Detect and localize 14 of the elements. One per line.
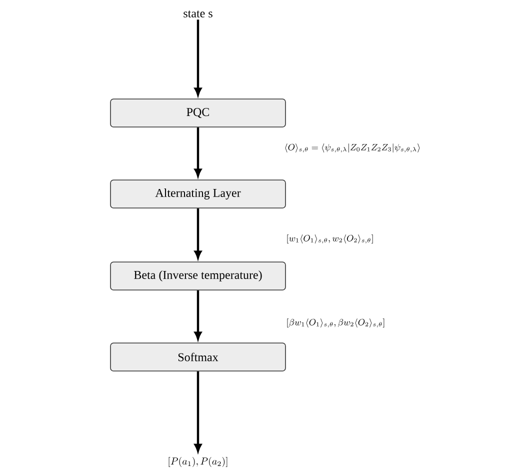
process-box: PQC	[110, 98, 286, 128]
arrow	[194, 371, 202, 452]
process-box: Softmax	[110, 342, 286, 372]
input-label: state s	[184, 10, 212, 18]
output-formula: $[P(a_1), P(a_2)]$	[168, 456, 228, 467]
formula-label: $[w_1\langle O_1\rangle_{s,\theta}, w_2\langle O_2\rangle_{s,\theta}]$	[287, 234, 373, 244]
arrow	[194, 127, 202, 177]
process-box: Alternating Layer	[110, 180, 286, 208]
arrow	[194, 208, 202, 259]
process-box: Beta (Inverse temperature)	[110, 262, 286, 290]
formula-label: $[\beta w_1\langle O_1\rangle_{s,\theta}, \beta w_2\langle O_2\rangle_{s,\theta}]$	[287, 318, 384, 328]
arrow	[194, 290, 202, 340]
formula-label: $\langle O\rangle_{s,\theta} = \langle\psi_{s,\theta,\lambda}|Z_0Z_1Z_2Z_3|\psi_{s,\theta,\lambda}\rangle$	[285, 144, 420, 152]
arrow	[194, 20, 202, 96]
